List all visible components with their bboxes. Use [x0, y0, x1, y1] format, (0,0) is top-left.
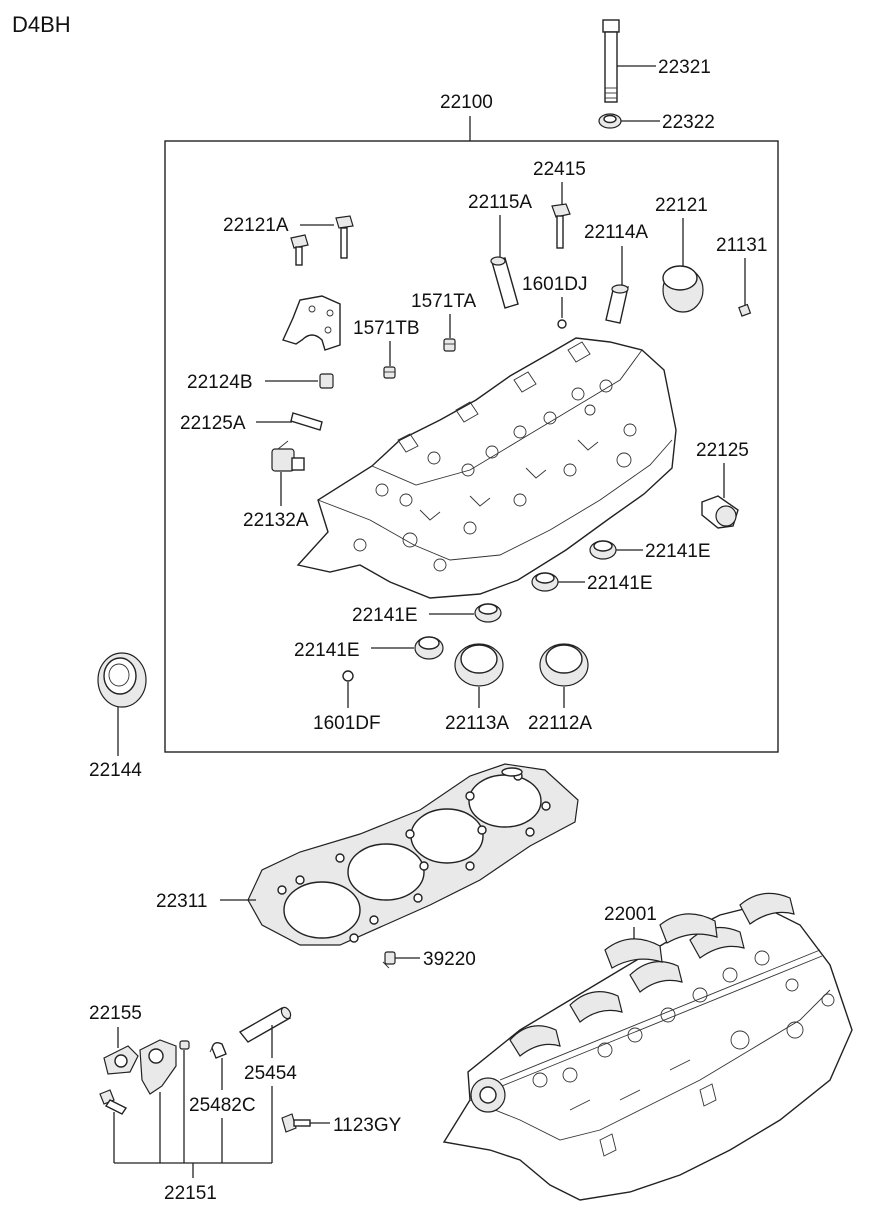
label-1601DF: 1601DF: [313, 713, 381, 734]
washer-22322-icon: [598, 113, 622, 129]
clamp-25482C-icon: [209, 1041, 227, 1059]
label-22141E-4: 22141E: [294, 640, 360, 661]
label-22121A: 22121A: [223, 215, 289, 236]
label-22132A: 22132A: [243, 510, 309, 531]
sensor-22132A-icon: [271, 440, 305, 472]
label-25454: 25454: [244, 1063, 297, 1084]
plug-1571TB-icon: [383, 366, 396, 379]
assembly-box-22100: [164, 140, 779, 753]
bolt-1123GY-icon: [281, 1113, 311, 1133]
label-22114A: 22114A: [584, 222, 648, 243]
label-22155: 22155: [89, 1003, 142, 1024]
label-22125A: 22125A: [180, 413, 246, 434]
model-title: D4BH: [12, 12, 71, 37]
sleeve-22114A-icon: [605, 284, 629, 324]
bolt-left-icon: [99, 1089, 128, 1115]
seal-22141E-4-icon: [414, 636, 444, 660]
label-22112A: 22112A: [528, 713, 592, 734]
label-22115A: 22115A: [468, 192, 532, 213]
label-1571TA: 1571TA: [411, 291, 476, 312]
bolt-22415-icon: [551, 203, 571, 249]
label-22151: 22151: [164, 1183, 217, 1204]
label-22141E-1: 22141E: [645, 541, 711, 562]
label-25482C: 25482C: [189, 1095, 256, 1116]
plug-22125-icon: [701, 495, 739, 529]
plug-21131-icon: [738, 303, 752, 317]
label-1601DJ: 1601DJ: [522, 274, 588, 295]
seat-22112A-icon: [539, 643, 589, 687]
label-39220: 39220: [423, 949, 476, 970]
label-21131: 21131: [716, 235, 767, 256]
ball-1601DJ-icon: [557, 319, 567, 329]
cap-22121-icon: [662, 265, 704, 313]
label-1123GY: 1123GY: [333, 1115, 402, 1136]
bolt-22321-icon: [602, 19, 620, 103]
label-22321: 22321: [658, 57, 711, 78]
label-22125: 22125: [696, 440, 749, 461]
seal-22141E-3-icon: [474, 603, 502, 623]
oil-seal-22144-icon: [97, 652, 147, 708]
cylinder-head-22100-icon: [296, 337, 677, 599]
bearing-cap-icon: [282, 295, 341, 351]
label-22100: 22100: [440, 92, 493, 113]
seal-22141E-1-icon: [589, 540, 617, 560]
sensor-39220-icon: [382, 951, 396, 969]
label-22113A: 22113A: [445, 713, 509, 734]
seat-22113A-icon: [454, 643, 504, 687]
label-22001: 22001: [604, 904, 657, 925]
ball-1601DF-icon: [342, 670, 354, 682]
label-22415: 22415: [533, 159, 586, 180]
dowel-22124B-icon: [319, 373, 334, 389]
water-outlet-fitting-icon: [139, 1039, 177, 1095]
stud-22125A-icon: [290, 412, 323, 431]
label-22322: 22322: [662, 112, 715, 133]
label-22124B: 22124B: [187, 372, 253, 393]
bolt-22124B-upper-icon: [290, 234, 309, 266]
seal-22141E-2-icon: [531, 572, 559, 592]
label-22141E-3: 22141E: [352, 605, 418, 626]
bolt-22121A-icon: [335, 215, 354, 259]
hose-25454-icon: [238, 1006, 292, 1043]
label-22141E-2: 22141E: [587, 573, 653, 594]
label-1571TB: 1571TB: [353, 318, 420, 339]
gasket-22155-icon: [103, 1045, 139, 1075]
sleeve-22115A-icon: [490, 256, 519, 309]
head-gasket-22311-icon: [247, 763, 579, 946]
label-22121: 22121: [655, 195, 708, 216]
plug-small-icon: [179, 1040, 190, 1050]
label-22311: 22311: [156, 891, 207, 912]
label-22144: 22144: [89, 760, 142, 781]
plug-1571TA-icon: [443, 338, 456, 352]
cylinder-head-assembly-22001-icon: [442, 892, 853, 1201]
